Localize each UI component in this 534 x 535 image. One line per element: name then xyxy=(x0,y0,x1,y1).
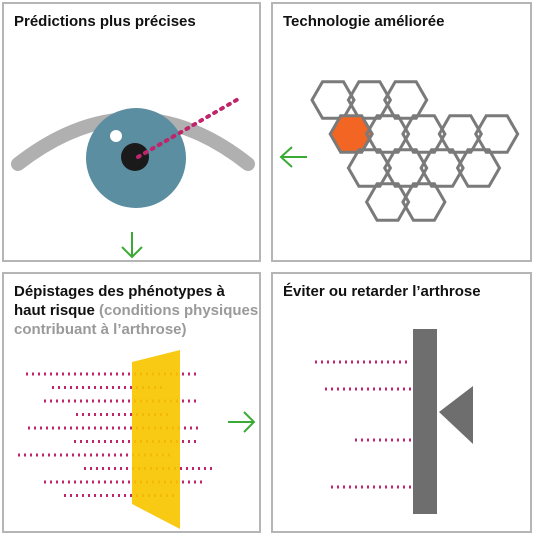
title-line3-sub: contribuant à l’arthrose) xyxy=(14,321,187,338)
panel-depistages: Dépistages des phénotypes à haut risque … xyxy=(2,272,261,533)
panel-title-depistages: Dépistages des phénotypes à haut risque … xyxy=(14,282,258,339)
panel-title-eviter: Éviter ou retarder l’arthrose xyxy=(283,283,481,300)
yellow-filter xyxy=(132,350,180,529)
arrow-left-icon xyxy=(279,146,307,168)
screening-illustration xyxy=(18,350,212,529)
hexagon xyxy=(382,80,429,120)
arrow-down-icon xyxy=(121,232,143,259)
hexagon xyxy=(364,114,411,154)
eye-illustration xyxy=(11,96,255,259)
arrow-right-icon xyxy=(228,411,256,433)
panel-technologie: Technologie améliorée xyxy=(271,2,532,262)
eye-highlight xyxy=(110,130,122,142)
hexagon xyxy=(364,182,411,222)
prevent-illustration xyxy=(315,329,473,514)
barrier-wedge xyxy=(439,386,473,444)
hexagon xyxy=(455,148,502,188)
hexagon xyxy=(346,148,393,188)
eye-sight-line xyxy=(136,96,242,159)
pupil xyxy=(121,143,149,171)
hexagon-highlighted xyxy=(328,114,374,154)
panel-eviter: Éviter ou retarder l’arthrose xyxy=(271,272,532,533)
panel-title-predictions: Prédictions plus précises xyxy=(14,13,196,30)
hexagon xyxy=(382,148,429,188)
hexagon xyxy=(437,114,484,154)
title-line2-sub: (conditions physiques xyxy=(94,302,259,319)
barrier-bar xyxy=(413,329,437,514)
hexagon-grid xyxy=(279,80,520,222)
hexagon xyxy=(473,114,520,154)
title-line2-bold: haut risque xyxy=(14,302,95,319)
panel-predictions: Prédictions plus précises xyxy=(2,2,261,262)
hexagon xyxy=(401,114,447,154)
hexagon xyxy=(419,148,465,188)
hexagon xyxy=(401,182,447,222)
panel-title-technologie: Technologie améliorée xyxy=(283,13,445,30)
title-line1: Dépistages des phénotypes à xyxy=(14,283,225,300)
hexagon xyxy=(346,80,393,120)
